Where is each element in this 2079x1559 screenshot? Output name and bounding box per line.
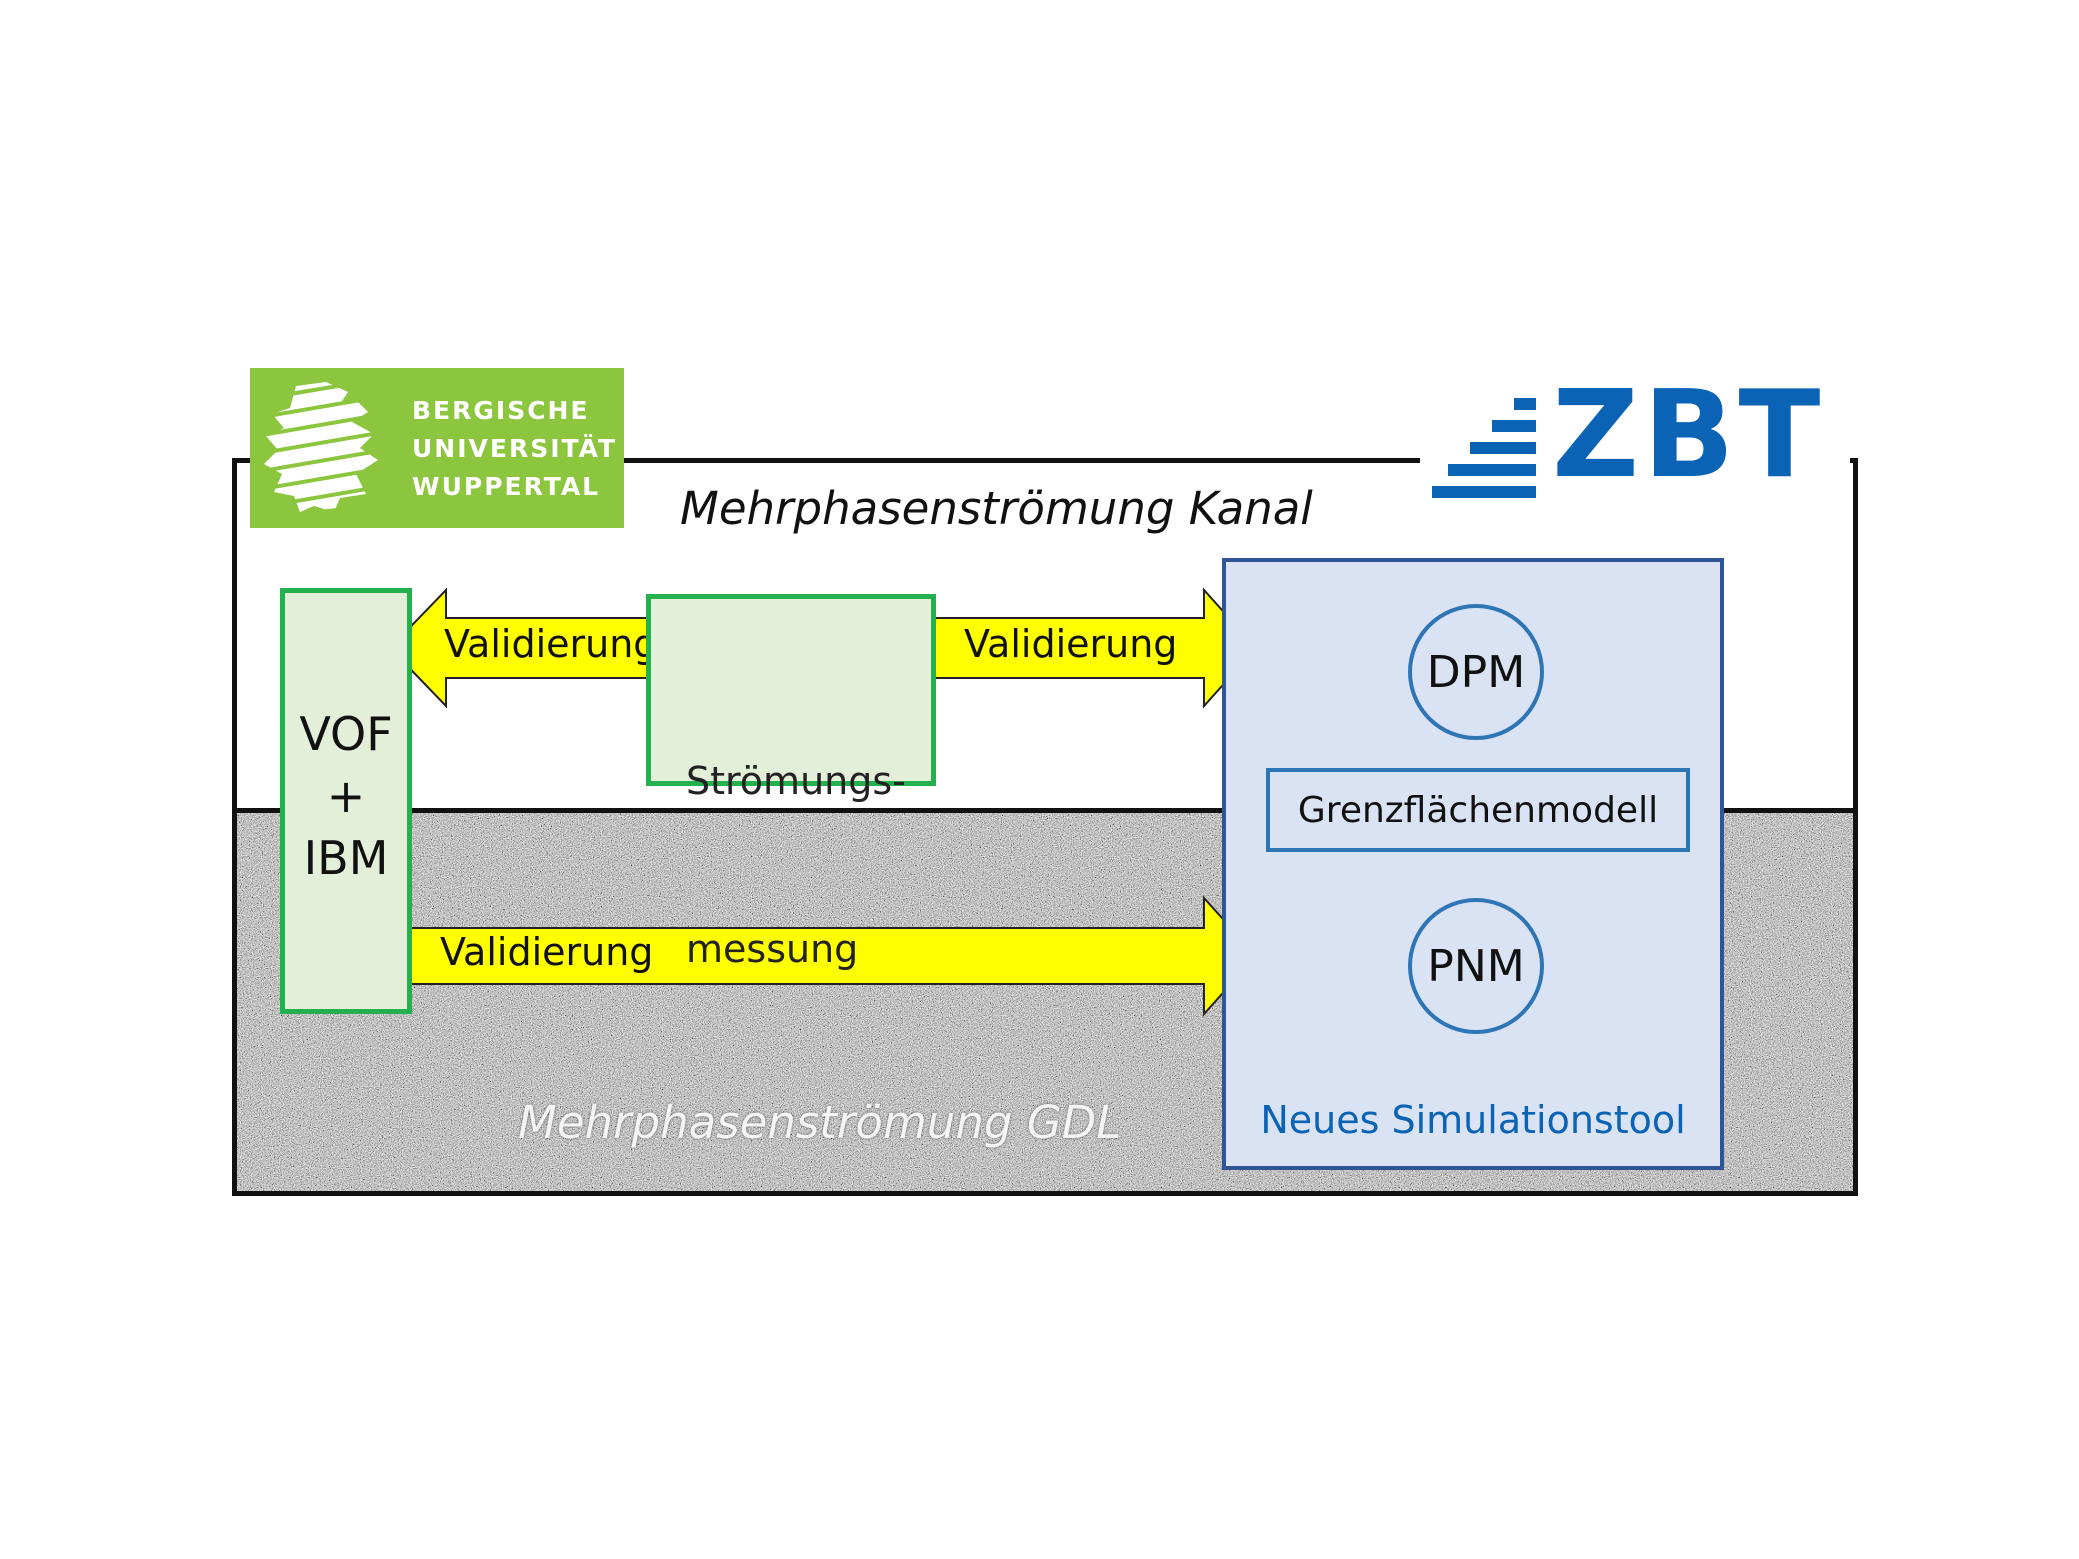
validation-arrow-right: Validierung [912, 587, 1258, 709]
university-name-line-1: BERGISCHE [412, 396, 590, 425]
simulation-tool-label: Neues Simulationstool [1260, 1098, 1686, 1142]
lion-icon [256, 378, 396, 518]
stairs-icon [1432, 398, 1536, 498]
zbt-logo: ZBT [1420, 366, 1850, 505]
plus-text: + [326, 769, 366, 823]
university-logo: BERGISCHE UNIVERSITÄT WUPPERTAL [250, 368, 624, 528]
flow-measurement-line-1: Strömungs- [686, 759, 906, 803]
dpm-circle: DPM [1408, 604, 1544, 740]
simulation-tool-box: DPM Grenzflächenmodell PNM Neues Simulat… [1222, 558, 1724, 1170]
vof-ibm-box: VOF + IBM [280, 588, 412, 1014]
vof-text: VOF [299, 707, 393, 761]
flow-measurement-line-2: messung [686, 927, 859, 971]
vof-ibm-text: VOF + IBM [285, 703, 407, 889]
gdl-region-label: Mehrphasenströmung GDL [518, 1096, 1122, 1149]
validation-arrow-bottom-label: Validierung [440, 930, 654, 974]
validation-arrow-left-label: Validierung [444, 622, 658, 666]
university-name-line-2: UNIVERSITÄT [412, 434, 618, 463]
zbt-logo-text: ZBT [1552, 366, 1825, 505]
channel-region-label: Mehrphasenströmung Kanal [680, 482, 1313, 535]
validation-arrow-left: Validierung [388, 587, 674, 709]
flow-measurement-text: Strömungs- messung [686, 641, 906, 1089]
validation-arrow-right-label: Validierung [964, 622, 1178, 666]
university-name-line-3: WUPPERTAL [412, 472, 601, 501]
ibm-text: IBM [303, 831, 389, 885]
interface-model-box: Grenzflächenmodell [1266, 768, 1690, 852]
pnm-circle: PNM [1408, 898, 1544, 1034]
flow-measurement-box: Strömungs- messung [646, 594, 936, 971]
